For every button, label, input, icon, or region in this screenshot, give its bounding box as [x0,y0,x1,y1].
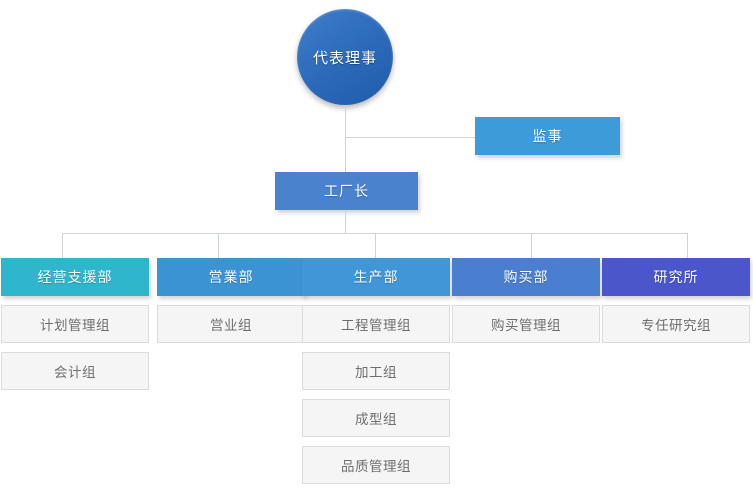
team-box-0-1[interactable]: 会计组 [1,352,149,390]
node-factory-manager-label: 工厂长 [324,183,369,199]
dept-header-4[interactable]: 研究所 [602,258,750,296]
dept-column-2: 生产部 工程管理组 加工组 成型组 品质管理组 [302,258,450,484]
dept-column-1: 営業部 営业组 [157,258,305,343]
node-factory-manager[interactable]: 工厂长 [275,172,418,210]
connector-drop-dept-4 [687,233,688,258]
connector-drop-dept-2 [375,233,376,258]
connector-ceo-vertical [345,105,346,172]
team-box-0-0-label: 计划管理组 [40,318,110,333]
team-box-2-0[interactable]: 工程管理组 [302,305,450,343]
dept-header-1[interactable]: 営業部 [157,258,305,296]
dept-header-0[interactable]: 经营支援部 [1,258,149,296]
team-box-2-2-label: 成型组 [355,412,397,427]
dept-header-0-label: 经营支援部 [37,269,113,285]
team-box-1-0-label: 営业组 [210,318,252,333]
dept-header-3-label: 购买部 [503,269,549,285]
team-box-1-0[interactable]: 営业组 [157,305,305,343]
team-box-2-0-label: 工程管理组 [341,318,411,333]
node-supervisor[interactable]: 监事 [475,117,620,155]
team-box-3-0-label: 购买管理组 [491,318,561,333]
node-ceo-label: 代表理事 [312,49,377,67]
connector-drop-dept-1 [218,233,219,258]
dept-header-4-label: 研究所 [653,269,699,285]
team-box-2-2[interactable]: 成型组 [302,399,450,437]
dept-column-4: 研究所 专任研究组 [602,258,750,343]
dept-header-2-label: 生产部 [353,269,399,285]
connector-factory-vertical [345,210,346,233]
team-box-2-1-label: 加工组 [355,365,397,380]
team-box-2-3-label: 品质管理组 [341,459,411,474]
team-box-2-1[interactable]: 加工组 [302,352,450,390]
connector-supervisor-horizontal [345,137,475,138]
team-box-3-0[interactable]: 购买管理组 [452,305,600,343]
team-box-0-1-label: 会计组 [54,365,96,380]
dept-column-3: 购买部 购买管理组 [452,258,600,343]
team-box-4-0-label: 专任研究组 [641,318,711,333]
connector-drop-dept-0 [62,233,63,258]
team-box-0-0[interactable]: 计划管理组 [1,305,149,343]
team-box-4-0[interactable]: 专任研究组 [602,305,750,343]
dept-column-0: 经营支援部 计划管理组 会计组 [1,258,149,390]
dept-header-3[interactable]: 购买部 [452,258,600,296]
node-ceo[interactable]: 代表理事 [297,9,393,105]
team-box-2-3[interactable]: 品质管理组 [302,446,450,484]
node-supervisor-label: 监事 [532,128,563,144]
dept-header-2[interactable]: 生产部 [302,258,450,296]
dept-header-1-label: 営業部 [208,269,254,285]
connector-drop-dept-3 [531,233,532,258]
